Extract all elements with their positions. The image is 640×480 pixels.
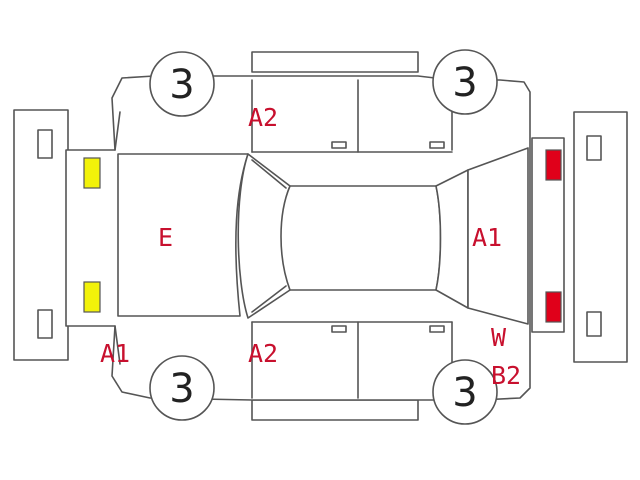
front-bumper xyxy=(13,109,69,361)
rear-b2-damage-mark: B2 xyxy=(491,361,521,390)
rear-lamp-lower xyxy=(545,291,562,323)
top-side-sill xyxy=(251,51,419,73)
tailgate-panel xyxy=(467,147,529,325)
front-lamp-upper xyxy=(83,157,101,189)
tire-front-right: 3 xyxy=(149,355,215,421)
rear-bumper xyxy=(573,111,628,363)
tailgate-damage-mark: A1 xyxy=(472,223,502,252)
hood-panel xyxy=(117,153,249,317)
rear-w-damage-mark: W xyxy=(491,323,507,352)
top-door-damage-mark: A2 xyxy=(248,103,278,132)
tire-rear-right-label: 3 xyxy=(452,370,477,416)
tire-rear-left: 3 xyxy=(432,49,498,115)
hood-damage-mark: E xyxy=(158,223,173,252)
front-lamp-lower xyxy=(83,281,101,313)
tire-front-left-label: 3 xyxy=(169,62,194,108)
tire-rear-right: 3 xyxy=(432,359,498,425)
rear-window-frame xyxy=(435,169,469,309)
tire-rear-left-label: 3 xyxy=(452,60,477,106)
bottom-door-damage-mark: A2 xyxy=(248,339,278,368)
tire-front-left: 3 xyxy=(149,51,215,117)
bottom-side-sill xyxy=(251,399,419,421)
roof-panel xyxy=(280,185,442,291)
rear-lamp-upper xyxy=(545,149,562,181)
front-bumper-damage-mark: A1 xyxy=(100,339,130,368)
tire-front-right-label: 3 xyxy=(169,366,194,412)
